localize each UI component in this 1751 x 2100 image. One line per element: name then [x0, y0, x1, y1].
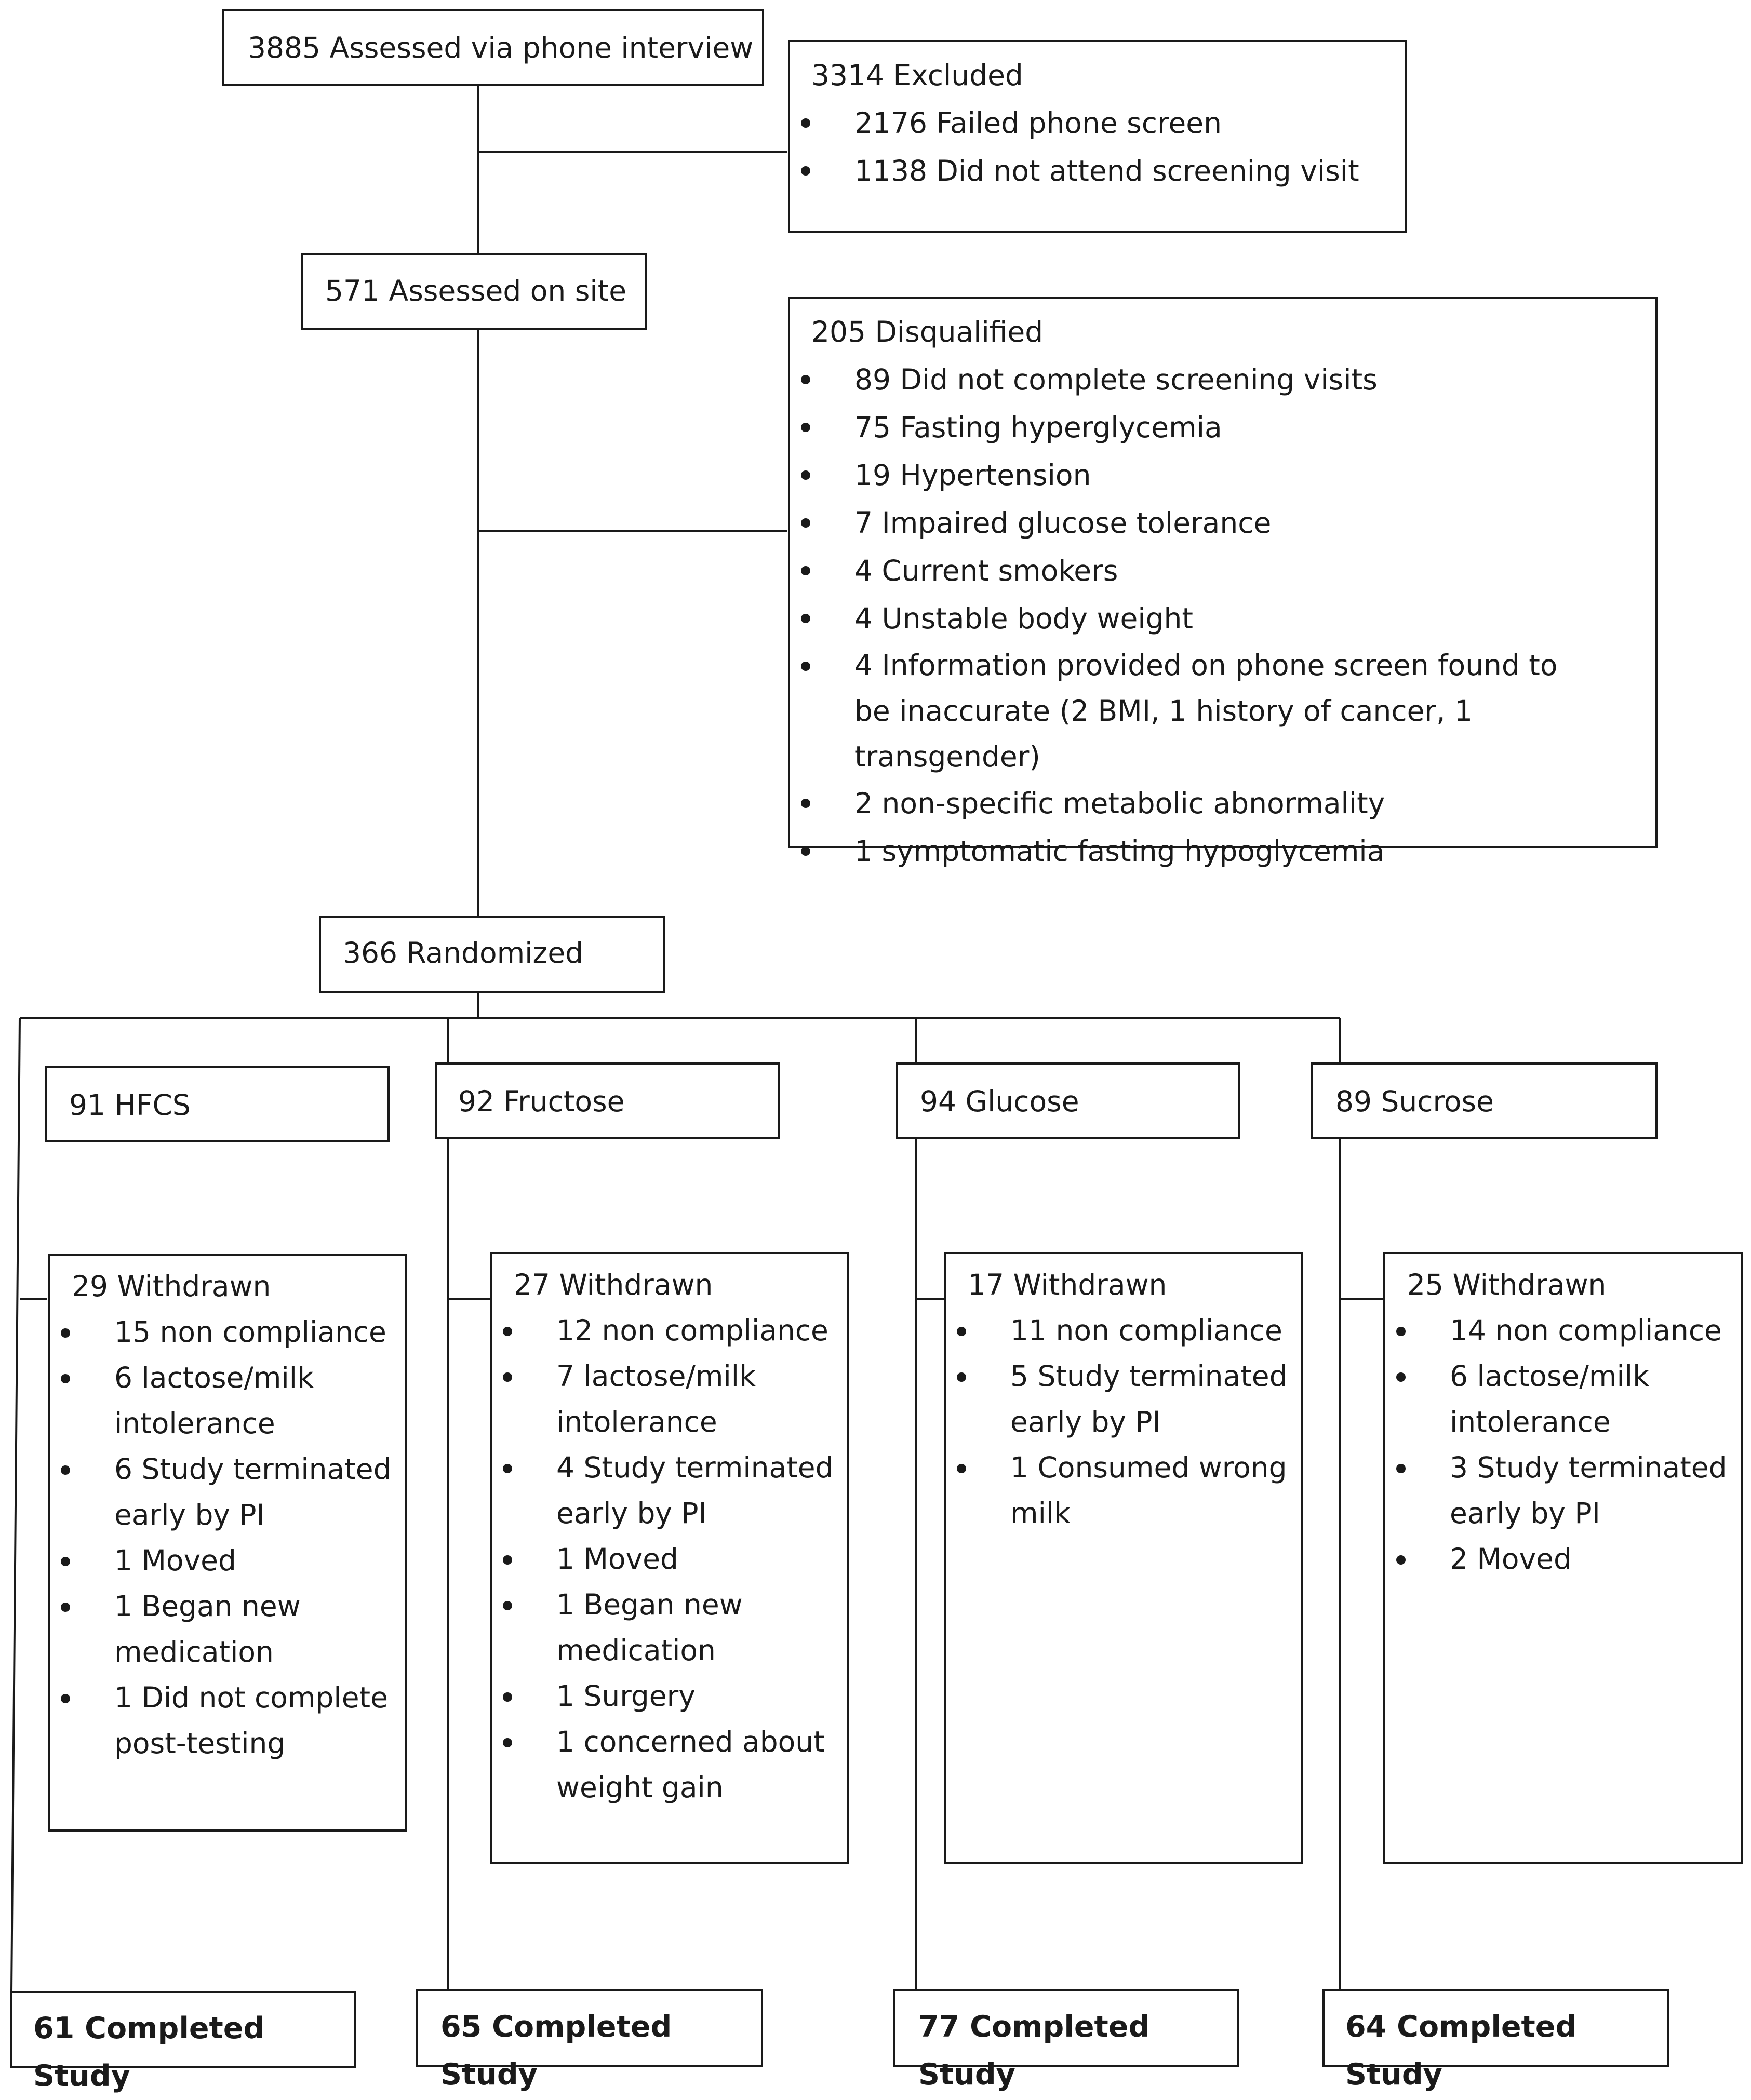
disqualified-item: 1 symptomatic fasting hypoglycemia — [801, 827, 1655, 875]
assessed-phone-box: 3885 Assessed via phone interview — [222, 9, 764, 86]
group-name: 94 Glucose — [920, 1085, 1079, 1118]
excluded-title: 3314 Excluded — [811, 59, 1023, 92]
withdrawn-item: 6 lactose/milk intolerance — [61, 1355, 405, 1446]
withdrawn-item: 1 Surgery — [503, 1673, 847, 1719]
completed-glucose-box: 77 Completed Study — [893, 1989, 1239, 2092]
withdrawn-item: 11 non compliance — [957, 1308, 1301, 1353]
withdrawn-hfcs-box: 29 Withdrawn 15 non compliance 6 lactose… — [48, 1254, 407, 1832]
withdrawn-title: 25 Withdrawn — [1407, 1268, 1607, 1301]
excluded-list: 2176 Failed phone screen 1138 Did not at… — [790, 99, 1405, 195]
withdrawn-item: 6 lactose/milk intolerance — [1396, 1353, 1741, 1445]
withdrawn-item: 1 Consumed wrong milk — [957, 1445, 1301, 1536]
excluded-item: 1138 Did not attend screening visit — [801, 147, 1405, 195]
disqualified-item: 19 Hypertension — [801, 451, 1655, 499]
randomized-box: 366 Randomized — [319, 916, 665, 993]
disqualified-item: 4 Current smokers — [801, 547, 1655, 595]
withdrawn-item: 1 Began new medication — [61, 1583, 405, 1675]
completed-fructose-box: 65 Completed Study — [416, 1989, 763, 2092]
disqualified-item: 4 Information provided on phone screen f… — [801, 642, 1655, 779]
withdrawn-item: 1 Did not complete post-testing — [61, 1675, 405, 1766]
assessed-phone-label: 3885 Assessed via phone interview — [248, 31, 754, 64]
drop-hfcs — [10, 1017, 21, 1993]
disqualified-list: 89 Did not complete screening visits 75 … — [790, 356, 1655, 875]
withdrawn-item: 2 Moved — [1396, 1536, 1741, 1582]
withdrawn-list: 12 non compliance 7 lactose/milk intoler… — [492, 1308, 847, 1810]
withdrawn-item: 12 non compliance — [503, 1308, 847, 1353]
group-fructose-box: 92 Fructose — [435, 1062, 780, 1139]
disqualified-item: 75 Fasting hyperglycemia — [801, 403, 1655, 451]
withdrawn-item: 1 concerned about weight gain — [503, 1719, 847, 1810]
completed-hfcs-box: 61 Completed Study — [10, 1991, 356, 2093]
completed-label: 64 Completed Study — [1345, 2010, 1577, 2092]
assessed-site-box: 571 Assessed on site — [301, 253, 647, 330]
withdrawn-list: 11 non compliance 5 Study terminated ear… — [946, 1308, 1301, 1536]
completed-label: 77 Completed Study — [918, 2010, 1150, 2092]
disqualified-title: 205 Disqualified — [811, 315, 1044, 348]
withdrawn-item: 1 Moved — [61, 1538, 405, 1583]
group-glucose-box: 94 Glucose — [896, 1062, 1240, 1139]
excluded-item: 2176 Failed phone screen — [801, 99, 1405, 147]
withdrawn-title: 17 Withdrawn — [968, 1268, 1167, 1301]
withdrawn-title: 27 Withdrawn — [514, 1268, 713, 1301]
withdrawn-item: 7 lactose/milk intolerance — [503, 1353, 847, 1445]
withdrawn-item: 1 Began new medication — [503, 1582, 847, 1673]
withdrawn-item: 15 non compliance — [61, 1309, 405, 1355]
group-sucrose-box: 89 Sucrose — [1311, 1062, 1658, 1139]
group-name: 91 HFCS — [69, 1088, 191, 1122]
group-name: 92 Fructose — [458, 1085, 625, 1118]
withdrawn-item: 5 Study terminated early by PI — [957, 1353, 1301, 1445]
excluded-box: 3314 Excluded 2176 Failed phone screen 1… — [788, 40, 1407, 233]
randomized-label: 366 Randomized — [343, 936, 584, 970]
withdrawn-sucrose-box: 25 Withdrawn 14 non compliance 6 lactose… — [1383, 1252, 1743, 1864]
withdrawn-item: 4 Study terminated early by PI — [503, 1445, 847, 1536]
disqualified-box: 205 Disqualified 89 Did not complete scr… — [788, 297, 1658, 868]
disqualified-item: 4 Unstable body weight — [801, 595, 1655, 642]
withdrawn-item: 6 Study terminated early by PI — [61, 1446, 405, 1538]
disqualified-item: 89 Did not complete screening visits — [801, 356, 1655, 403]
withdrawn-list: 14 non compliance 6 lactose/milk intoler… — [1385, 1308, 1741, 1582]
completed-label: 61 Completed Study — [33, 2011, 265, 2093]
completed-sucrose-box: 64 Completed Study — [1322, 1989, 1669, 2092]
withdrawn-title: 29 Withdrawn — [72, 1270, 271, 1303]
withdrawn-item: 1 Moved — [503, 1536, 847, 1582]
group-hfcs-box: 91 HFCS — [45, 1066, 390, 1142]
disqualified-item: 7 Impaired glucose tolerance — [801, 499, 1655, 547]
withdrawn-fructose-box: 27 Withdrawn 12 non compliance 7 lactose… — [490, 1252, 849, 1864]
withdrawn-item: 14 non compliance — [1396, 1308, 1741, 1353]
withdrawn-list: 15 non compliance 6 lactose/milk intoler… — [50, 1309, 405, 1766]
disqualified-item: 2 non-specific metabolic abnormality — [801, 779, 1655, 827]
withdrawn-item: 3 Study terminated early by PI — [1396, 1445, 1741, 1536]
withdrawn-glucose-box: 17 Withdrawn 11 non compliance 5 Study t… — [944, 1252, 1303, 1864]
completed-label: 65 Completed Study — [440, 2010, 672, 2092]
assessed-site-label: 571 Assessed on site — [325, 274, 627, 307]
group-name: 89 Sucrose — [1335, 1085, 1494, 1118]
